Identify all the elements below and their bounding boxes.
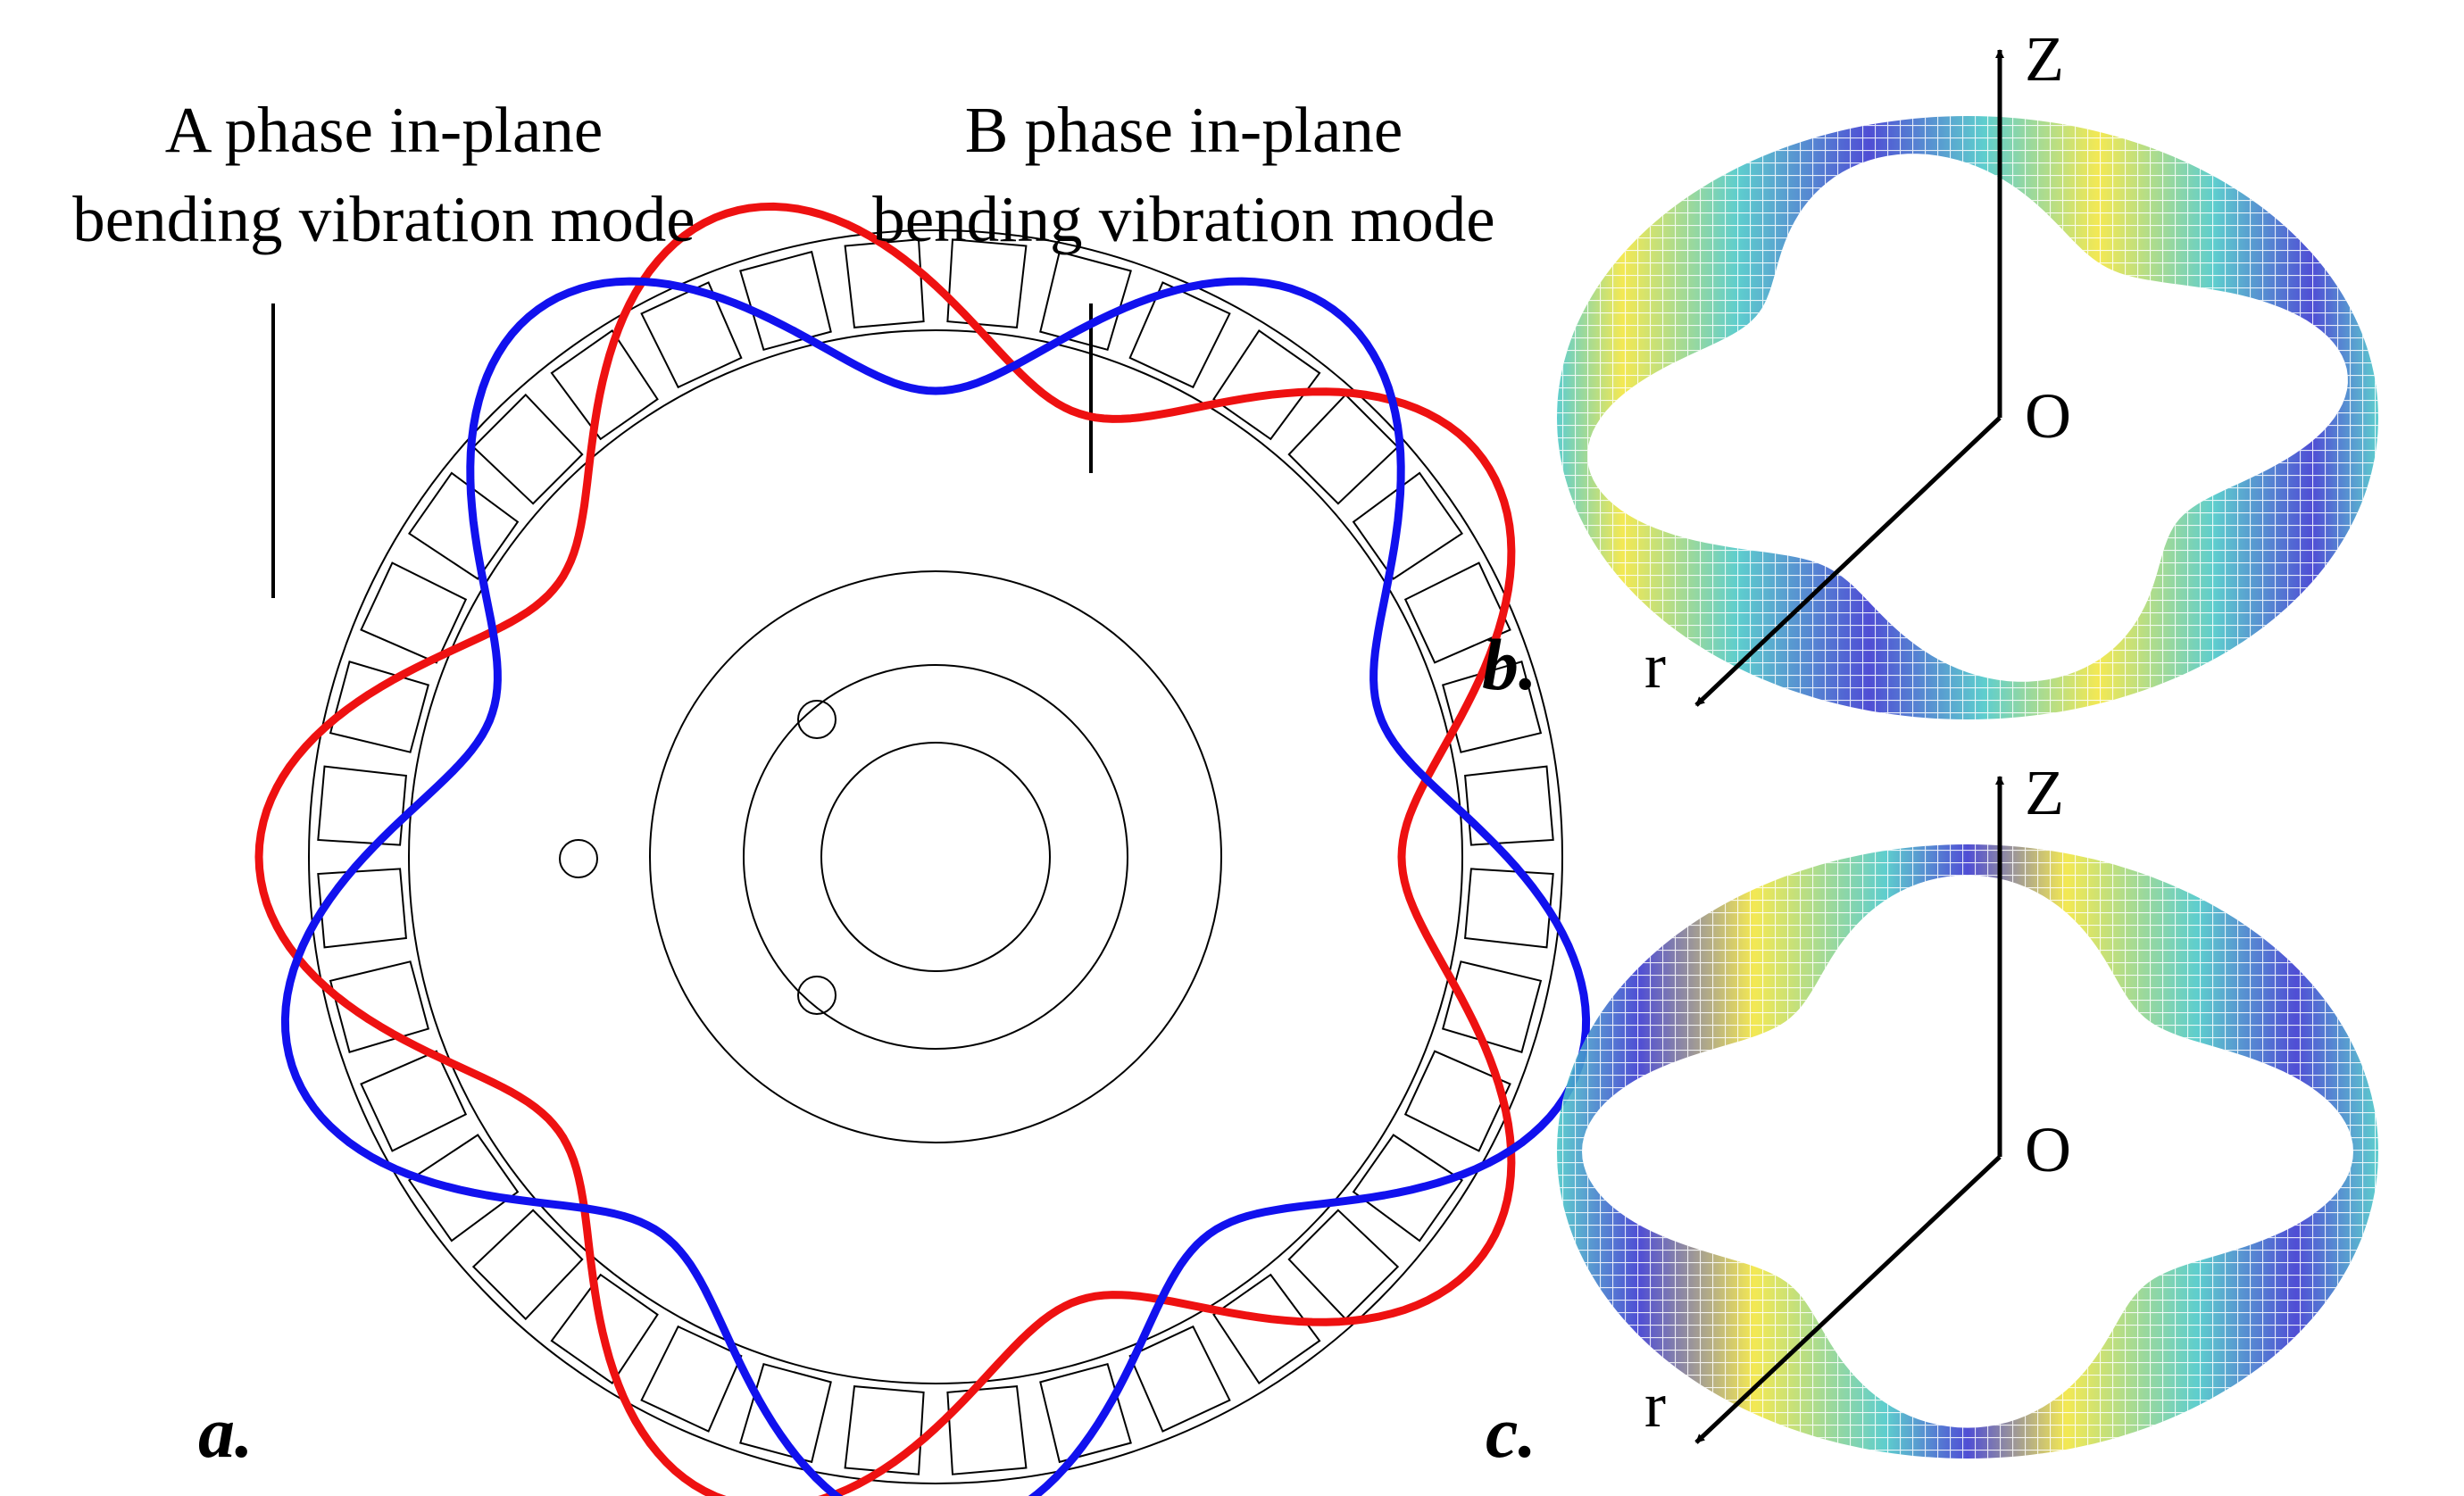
panel-a-stator-diagram: A phase in-plane bending vibration mode …	[72, 94, 1591, 1496]
stator-tooth	[640, 1325, 743, 1433]
stator-tooth	[1352, 1134, 1464, 1243]
stator-tooth	[1128, 281, 1231, 389]
panel-b-mode-shape: Z O r b.	[1482, 23, 2378, 719]
mode-c-r-axis	[1694, 1155, 2002, 1444]
stator-tooth	[844, 1385, 925, 1475]
stator-tooth	[1039, 250, 1132, 352]
stator-teeth	[317, 238, 1554, 1475]
bolt-hole-2	[559, 839, 598, 878]
stator-tooth	[360, 1050, 468, 1152]
a-phase-mode-curve	[254, 202, 1516, 1496]
b-phase-mode-curve	[280, 277, 1591, 1496]
stator-tooth	[317, 765, 407, 846]
mode-b-r-label: r	[1644, 630, 1666, 702]
stator-tooth	[471, 393, 584, 505]
a-phase-label-line2: bending vibration mode	[72, 183, 695, 255]
stator-tooth	[471, 1209, 584, 1321]
stator-tooth	[329, 661, 430, 753]
stator-tooth	[1403, 561, 1511, 664]
stator-tooth	[1212, 328, 1321, 441]
stator-tooth	[550, 328, 659, 441]
shaft-circle	[820, 742, 1051, 972]
stator-tooth	[1464, 868, 1554, 949]
rotor-circle-outer	[649, 570, 1222, 1143]
stator-tooth	[1352, 471, 1464, 580]
panel-b-label: b.	[1482, 624, 1537, 705]
stator-tooth	[1403, 1050, 1511, 1152]
stator-tooth	[407, 471, 520, 580]
stator-tooth	[1287, 393, 1400, 505]
stator-tooth	[739, 250, 832, 352]
panel-c-label: c.	[1486, 1392, 1536, 1473]
b-phase-label-line1: B phase in-plane	[965, 94, 1403, 166]
stator-tooth	[407, 1134, 520, 1243]
stator-tooth	[360, 561, 468, 664]
mode-b-r-axis	[1694, 416, 2002, 707]
stator-tooth	[640, 281, 743, 389]
rotor-circle-middle	[743, 664, 1128, 1050]
mode-c-r-label: r	[1644, 1369, 1666, 1441]
panel-a-label: a.	[198, 1392, 254, 1473]
stator-tooth	[1287, 1209, 1400, 1321]
bolt-hole-3	[797, 976, 837, 1015]
stator-outer-ring	[308, 229, 1563, 1484]
stator-tooth	[317, 868, 407, 949]
stator-tooth	[550, 1273, 659, 1385]
bolt-hole-1	[797, 700, 837, 739]
stator-tooth	[844, 238, 925, 328]
mode-c-o-label: O	[2025, 1114, 2071, 1185]
mode-c-z-label: Z	[2025, 757, 2064, 828]
stator-tooth	[1128, 1325, 1231, 1433]
panel-c-mode-shape: Z O r c.	[1486, 757, 2378, 1473]
a-phase-label-line1: A phase in-plane	[165, 94, 604, 166]
mode-b-mesh-grid	[1557, 116, 2378, 719]
stator-tooth	[946, 238, 1028, 328]
stator-inner-ring	[408, 329, 1463, 1384]
stator-tooth	[739, 1362, 832, 1464]
stator-tooth	[1212, 1273, 1321, 1385]
b-phase-label-line2: bending vibration mode	[872, 183, 1494, 255]
stator-tooth	[1441, 960, 1543, 1053]
mode-b-z-label: Z	[2025, 23, 2064, 95]
mode-c-mesh-grid	[1557, 844, 2378, 1459]
stator-tooth	[1039, 1362, 1132, 1464]
stator-tooth	[329, 960, 430, 1053]
mode-b-o-label: O	[2025, 380, 2071, 452]
